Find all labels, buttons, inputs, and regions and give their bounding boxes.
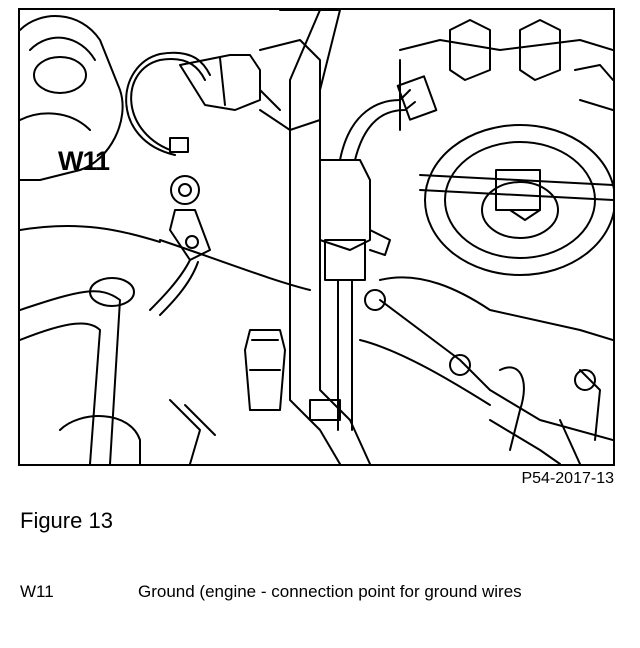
ground-point-callout-label: W11 — [58, 146, 110, 176]
legend-description: Ground (engine - connection point for gr… — [138, 582, 522, 601]
figure-reference-code: P54-2017-13 — [521, 470, 614, 487]
engine-line-drawing — [20, 10, 613, 464]
figure-caption: Figure 13 — [20, 508, 113, 533]
legend-key: W11 — [20, 582, 54, 601]
engine-illustration — [18, 8, 615, 466]
